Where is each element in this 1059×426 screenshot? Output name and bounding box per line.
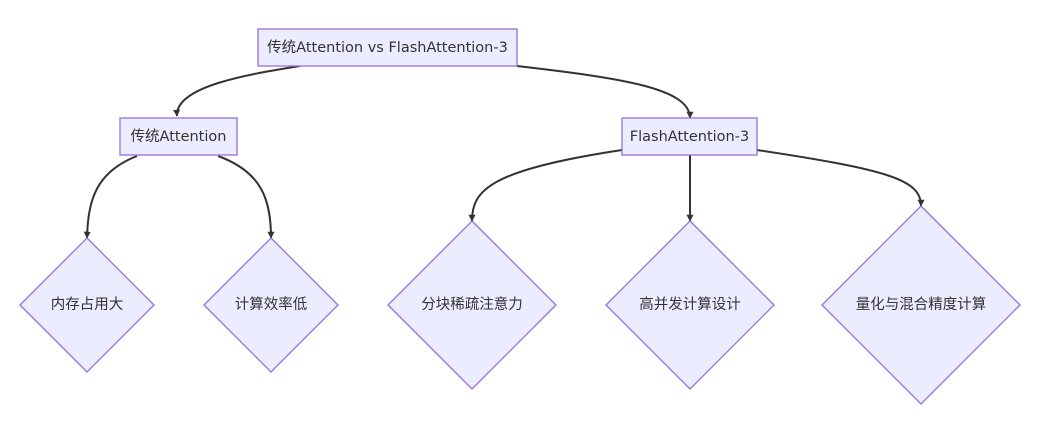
node-root-label: 传统Attention vs FlashAttention-3 [267,39,508,56]
node-concurrent-diamond [605,220,775,390]
edge-root-to-traditional [173,65,301,117]
node-flash[interactable]: FlashAttention-3 [621,117,758,156]
node-root[interactable]: 传统Attention vs FlashAttention-3 [257,28,518,67]
edge-traditional-to-efficiency [217,155,275,239]
node-concurrent-label: 高并发计算设计 [639,296,741,313]
node-traditional[interactable]: 传统Attention [119,117,238,156]
node-sparse[interactable]: 分块稀疏注意力 [387,220,557,390]
edges [83,65,925,239]
node-concurrent[interactable]: 高并发计算设计 [605,220,775,390]
edge-flash-to-sparse [468,149,623,222]
edge-traditional-to-memory [83,155,138,239]
node-traditional-label: 传统Attention [131,128,227,145]
edge-root-to-flash [516,65,694,119]
node-efficiency-diamond [203,237,339,373]
node-root-box [257,28,518,67]
node-flash-label: FlashAttention-3 [630,129,749,145]
node-traditional-box [119,117,238,156]
node-sparse-label: 分块稀疏注意力 [421,295,523,313]
node-precision-diamond [821,205,1021,405]
node-flash-box [621,117,758,156]
node-memory[interactable]: 内存占用大 [19,237,155,373]
node-sparse-diamond [387,220,557,390]
node-memory-label: 内存占用大 [51,296,124,313]
node-efficiency[interactable]: 计算效率低 [203,237,339,373]
node-memory-diamond [19,237,155,373]
node-efficiency-label: 计算效率低 [235,296,308,313]
edge-flash-to-precision [756,149,925,207]
node-precision[interactable]: 量化与混合精度计算 [821,205,1021,405]
node-precision-label: 量化与混合精度计算 [856,296,987,313]
nodes: 传统Attention vs FlashAttention-3 传统Attent… [19,28,1021,405]
